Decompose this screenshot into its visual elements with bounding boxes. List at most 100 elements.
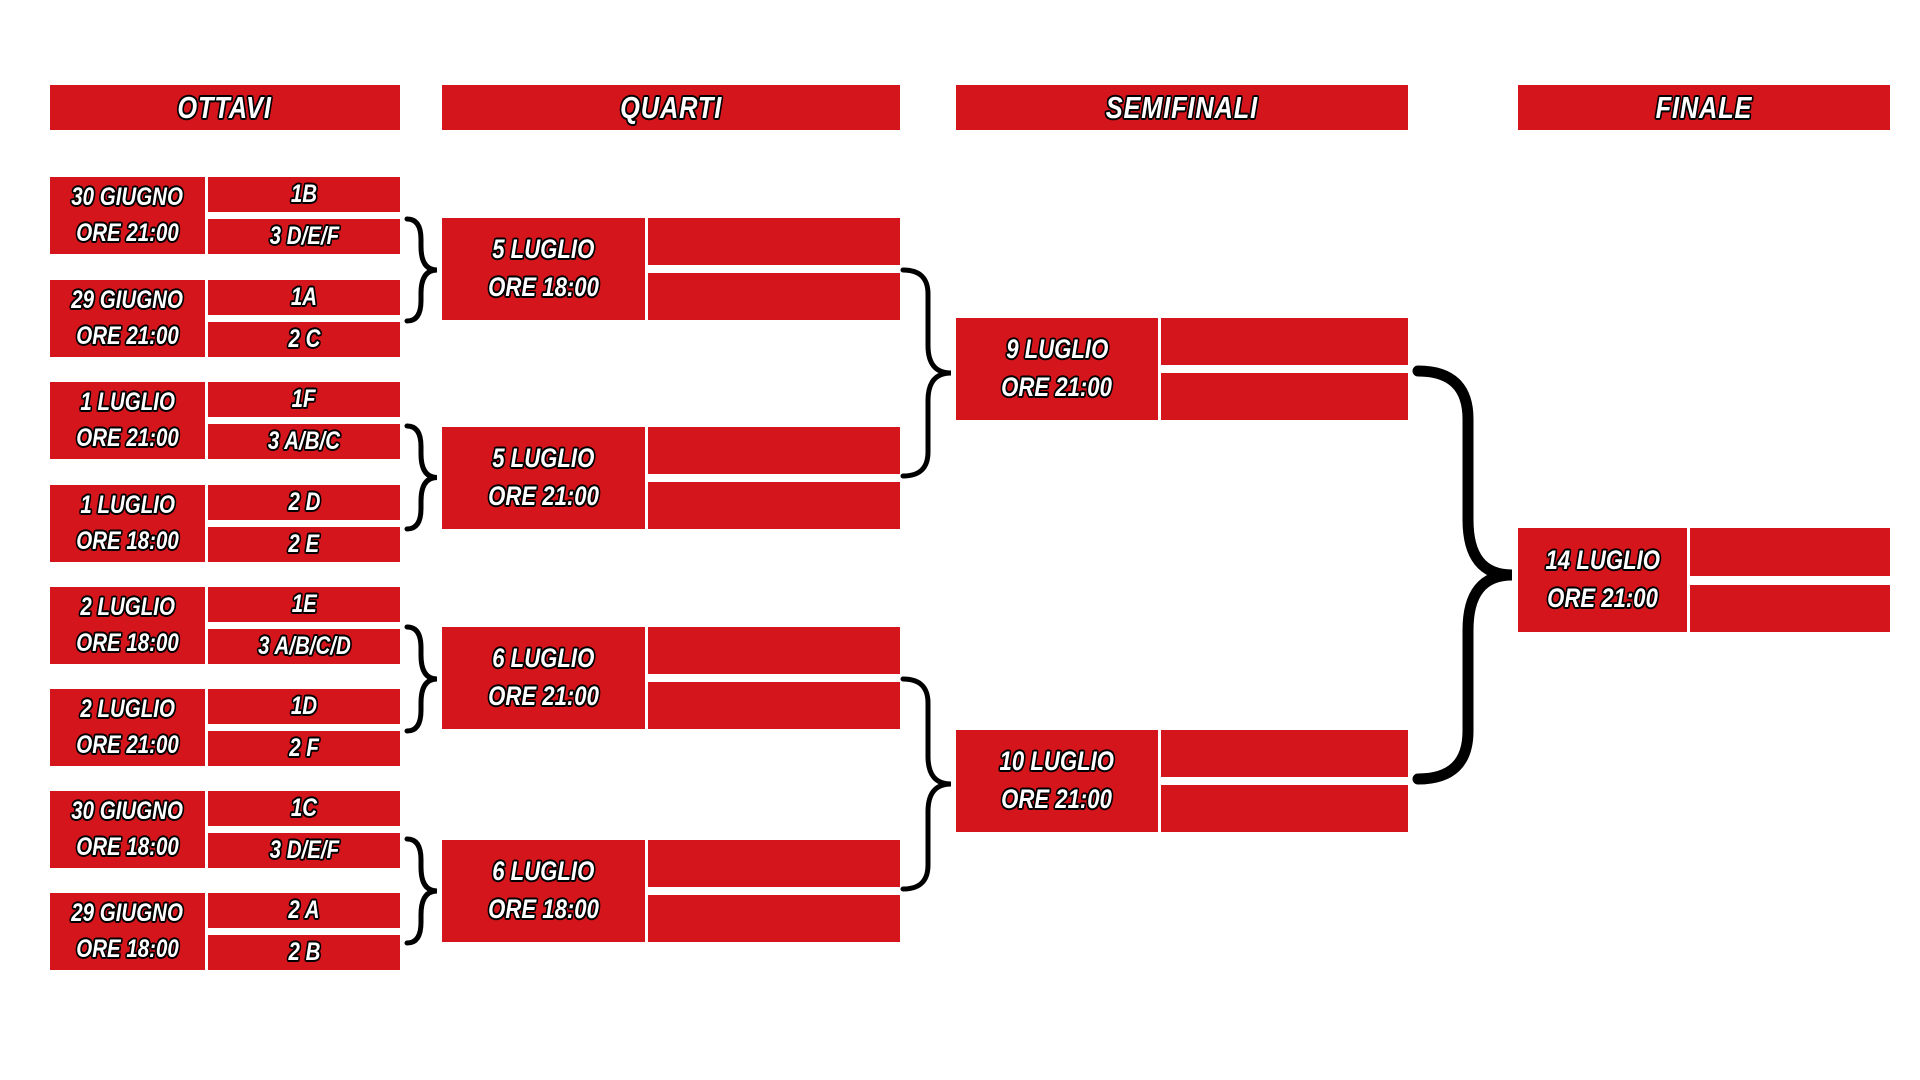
match-time: ORE 21:00 bbox=[1001, 372, 1113, 402]
match-time: ORE 21:00 bbox=[76, 423, 179, 452]
match-date: 29 GIUGNO bbox=[71, 286, 184, 315]
brace-connector-3 bbox=[404, 624, 438, 734]
column-header-quarti: QUARTI bbox=[442, 85, 900, 130]
match-time: ORE 21:00 bbox=[488, 481, 599, 511]
match-time: ORE 18:00 bbox=[488, 894, 599, 924]
match-date-cell: 5 LUGLIO ORE 18:00 bbox=[442, 218, 645, 320]
match-time: ORE 21:00 bbox=[488, 681, 599, 711]
team-slot-home: 1B bbox=[208, 177, 400, 212]
team-slot-home: 1C bbox=[208, 791, 400, 826]
team-slot-away bbox=[1161, 785, 1408, 832]
match-date: 2 LUGLIO bbox=[80, 593, 175, 622]
column-header-label: FINALE bbox=[1655, 89, 1753, 125]
team-slot-away bbox=[1161, 373, 1408, 420]
match-time: ORE 21:00 bbox=[76, 321, 179, 350]
column-header-label: QUARTI bbox=[620, 89, 722, 125]
team-slot-away: 2 C bbox=[208, 322, 400, 357]
match-time: ORE 21:00 bbox=[1547, 583, 1658, 613]
team-label: 1A bbox=[290, 283, 318, 311]
team-slot-home bbox=[1161, 318, 1408, 365]
match-date-cell: 2 LUGLIO ORE 18:00 bbox=[50, 587, 205, 664]
match-date: 5 LUGLIO bbox=[492, 234, 595, 265]
team-slot-away: 3 A/B/C bbox=[208, 424, 400, 459]
team-slot-home bbox=[648, 427, 900, 474]
team-slot-home bbox=[648, 627, 900, 674]
team-slot-away: 2 E bbox=[208, 527, 400, 562]
team-slot-away: 2 B bbox=[208, 935, 400, 970]
match-date: 30 GIUGNO bbox=[71, 183, 184, 212]
brace-connector-5 bbox=[900, 267, 952, 479]
match-date: 14 LUGLIO bbox=[1545, 545, 1660, 576]
match-date: 6 LUGLIO bbox=[492, 856, 595, 887]
team-label: 2 E bbox=[288, 530, 320, 558]
match-date: 30 GIUGNO bbox=[71, 797, 184, 826]
match-date-cell: 14 LUGLIO ORE 21:00 bbox=[1518, 528, 1687, 632]
team-slot-home bbox=[648, 218, 900, 265]
brace-connector-1 bbox=[404, 216, 438, 324]
match-time: ORE 18:00 bbox=[488, 272, 599, 302]
team-slot-home: 1A bbox=[208, 280, 400, 315]
team-slot-home bbox=[648, 840, 900, 887]
team-slot-home: 1F bbox=[208, 382, 400, 417]
team-label: 2 C bbox=[288, 325, 320, 353]
team-label: 2 A bbox=[288, 896, 320, 924]
match-date: 2 LUGLIO bbox=[80, 695, 175, 724]
match-date: 1 LUGLIO bbox=[80, 491, 175, 520]
column-header-ottavi: OTTAVI bbox=[50, 85, 400, 130]
match-block-finale-1: 14 LUGLIO ORE 21:00 bbox=[1518, 528, 1890, 632]
match-block-ottavi-6: 2 LUGLIO ORE 21:00 1D 2 F bbox=[50, 689, 400, 766]
team-slot-away bbox=[648, 273, 900, 320]
team-slot-away: 3 D/E/F bbox=[208, 219, 400, 254]
match-block-ottavi-7: 30 GIUGNO ORE 18:00 1C 3 D/E/F bbox=[50, 791, 400, 868]
team-slot-away: 3 A/B/C/D bbox=[208, 629, 400, 664]
match-date-cell: 6 LUGLIO ORE 18:00 bbox=[442, 840, 645, 942]
match-date-cell: 29 GIUGNO ORE 21:00 bbox=[50, 280, 205, 357]
team-label: 3 A/B/C bbox=[267, 427, 341, 455]
column-header-finale: FINALE bbox=[1518, 85, 1890, 130]
team-slot-home: 1D bbox=[208, 689, 400, 724]
match-block-quarti-2: 5 LUGLIO ORE 21:00 bbox=[442, 427, 900, 529]
team-slot-away bbox=[648, 682, 900, 729]
team-slot-away: 2 F bbox=[208, 731, 400, 766]
column-header-semifinali: SEMIFINALI bbox=[956, 85, 1408, 130]
match-time: ORE 18:00 bbox=[76, 526, 179, 555]
team-label: 1B bbox=[290, 180, 318, 208]
team-slot-home: 2 A bbox=[208, 893, 400, 928]
team-label: 2 D bbox=[288, 488, 320, 516]
team-label: 3 D/E/F bbox=[269, 222, 339, 250]
brace-connector-2 bbox=[404, 423, 438, 532]
team-label: 1F bbox=[292, 385, 316, 413]
team-label: 2 B bbox=[288, 938, 320, 966]
team-slot-away: 3 D/E/F bbox=[208, 833, 400, 868]
match-time: ORE 18:00 bbox=[76, 832, 179, 861]
match-block-ottavi-4: 1 LUGLIO ORE 18:00 2 D 2 E bbox=[50, 485, 400, 562]
team-slot-away bbox=[1690, 584, 1890, 632]
team-label: 2 F bbox=[289, 734, 319, 762]
match-time: ORE 21:00 bbox=[76, 730, 179, 759]
match-date-cell: 5 LUGLIO ORE 21:00 bbox=[442, 427, 645, 529]
team-slot-away bbox=[648, 482, 900, 529]
team-slot-away bbox=[648, 895, 900, 942]
team-slot-home: 2 D bbox=[208, 485, 400, 520]
match-date: 29 GIUGNO bbox=[71, 899, 184, 928]
match-date: 10 LUGLIO bbox=[999, 746, 1115, 777]
team-slot-home bbox=[1690, 528, 1890, 576]
team-slot-home bbox=[1161, 730, 1408, 777]
team-label: 1C bbox=[290, 794, 318, 822]
match-time: ORE 18:00 bbox=[76, 628, 179, 657]
brace-connector-7 bbox=[1412, 365, 1513, 785]
match-date: 5 LUGLIO bbox=[492, 443, 595, 474]
match-date-cell: 2 LUGLIO ORE 21:00 bbox=[50, 689, 205, 766]
match-block-quarti-1: 5 LUGLIO ORE 18:00 bbox=[442, 218, 900, 320]
